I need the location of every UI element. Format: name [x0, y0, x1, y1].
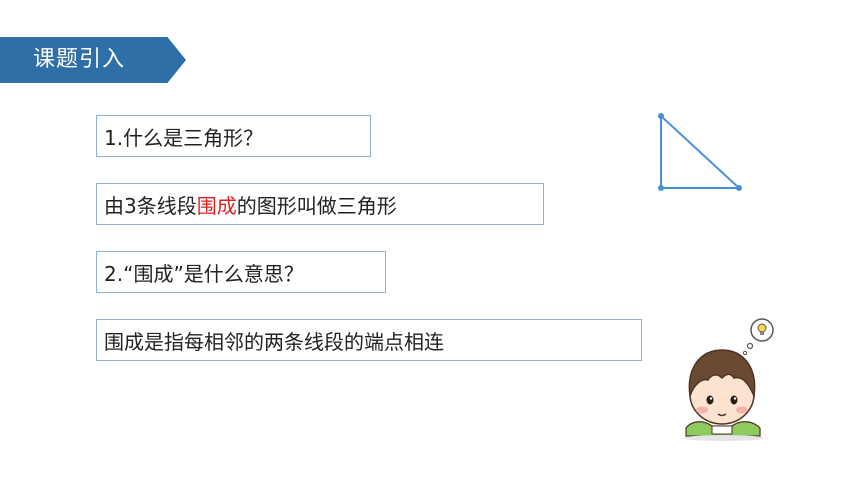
section-banner: 课题引入: [0, 37, 186, 83]
question-2-text: 2.“围成”是什么意思？: [104, 261, 304, 286]
question-1-text: 1.什么是三角形？: [104, 125, 264, 150]
thinking-kid-icon: [684, 318, 774, 441]
question-2-box: 2.“围成”是什么意思？: [96, 251, 386, 293]
answer-1-before: 由3条线段: [104, 193, 197, 218]
answer-2-text: 围成是指每相邻的两条线段的端点相连: [104, 329, 444, 354]
question-1-box: 1.什么是三角形？: [96, 115, 371, 157]
answer-2-box: 围成是指每相邻的两条线段的端点相连: [96, 319, 642, 361]
section-title: 课题引入: [33, 47, 126, 72]
answer-1-highlight: 围成: [196, 193, 237, 218]
right-triangle-icon: [658, 113, 742, 191]
answer-1-box: 由3条线段围成的图形叫做三角形: [96, 183, 544, 225]
answer-1-after: 的图形叫做三角形: [236, 193, 397, 218]
